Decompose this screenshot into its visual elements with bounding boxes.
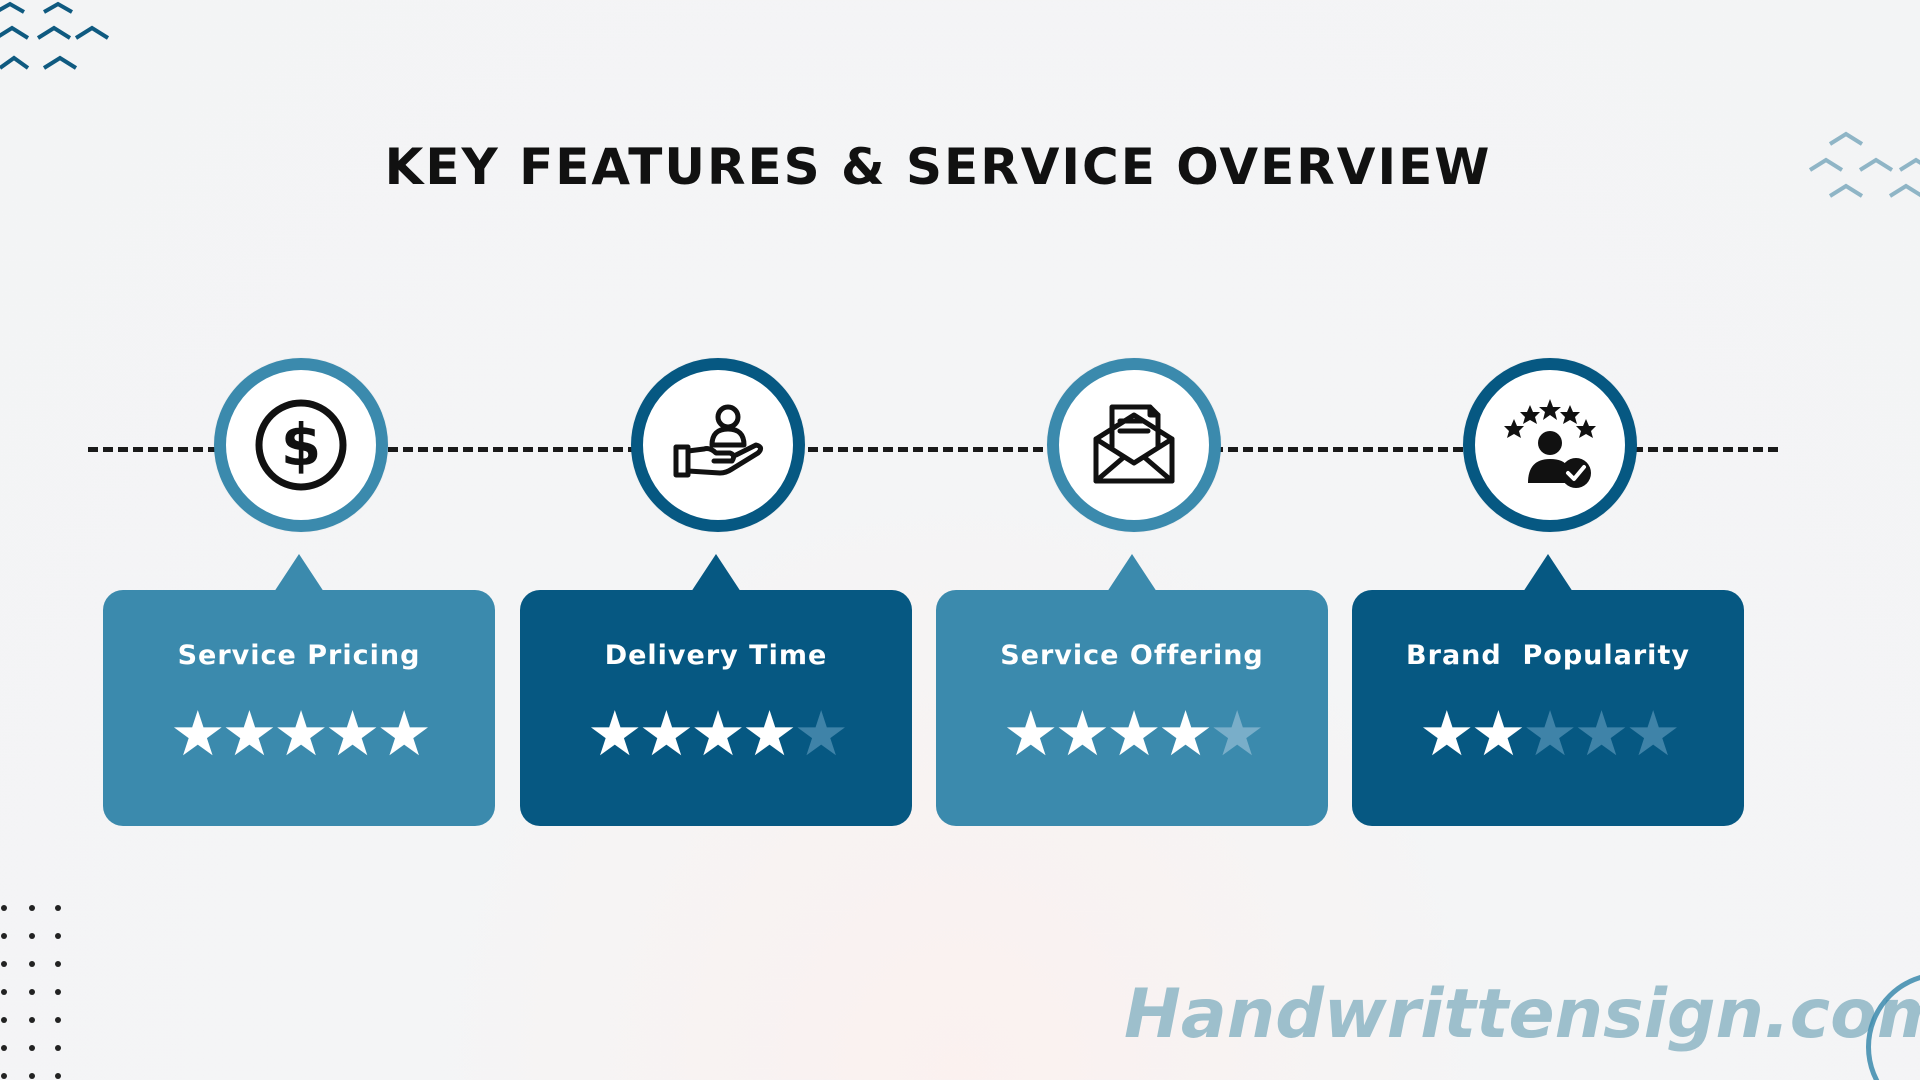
card-pointer	[691, 554, 741, 592]
chevron-decoration-top-left	[0, 1, 110, 70]
star-filled-icon: ★	[741, 697, 798, 770]
star-empty-icon: ★	[793, 697, 849, 770]
star-rating: ★★★★★	[1352, 703, 1744, 765]
dollar-icon: $	[255, 399, 347, 491]
star-filled-icon: ★	[170, 697, 226, 770]
feature-card: Service Pricing ★★★★★	[103, 590, 495, 826]
chevron-decoration-top-right	[1808, 131, 1920, 198]
feature-icon-circle	[1047, 358, 1221, 532]
star-filled-icon: ★	[1106, 697, 1162, 770]
star-filled-icon: ★	[1003, 697, 1059, 770]
card-pointer	[1523, 554, 1573, 592]
hand-person-icon	[673, 404, 764, 478]
feature-service-pricing: $ Service Pricing ★★★★★	[103, 358, 495, 826]
envelope-letter-icon	[1093, 404, 1175, 484]
feature-service-offering: Service Offering ★★★★★	[936, 358, 1328, 826]
feature-label: Service Pricing	[177, 640, 421, 671]
card-pointer	[1107, 554, 1157, 592]
star-filled-icon: ★	[376, 697, 432, 770]
star-filled-icon: ★	[587, 697, 643, 770]
timeline-dashed-line	[88, 447, 1778, 452]
feature-card: Brand Popularity ★★★★★	[1352, 590, 1744, 826]
page-title: KEY FEATURES & SERVICE OVERVIEW	[384, 138, 1492, 196]
feature-card: Service Offering ★★★★★	[936, 590, 1328, 826]
star-filled-icon: ★	[1419, 697, 1475, 770]
star-empty-icon: ★	[1522, 697, 1578, 770]
svg-text:$: $	[281, 411, 321, 479]
star-rating: ★★★★★	[520, 703, 912, 765]
feature-label: Delivery Time	[604, 640, 828, 671]
star-filled-icon: ★	[1157, 697, 1214, 770]
star-filled-icon: ★	[1054, 697, 1111, 770]
rating-user-icon	[1504, 399, 1596, 488]
card-pointer	[274, 554, 324, 592]
dot-grid-decoration	[1, 905, 61, 1079]
feature-delivery-time: Delivery Time ★★★★★	[520, 358, 912, 826]
feature-icon-circle	[631, 358, 805, 532]
star-empty-icon: ★	[1625, 697, 1681, 770]
watermark-text: Handwrittensign.com	[1124, 975, 1920, 1054]
feature-label: Service Offering	[1000, 640, 1264, 671]
star-filled-icon: ★	[690, 697, 746, 770]
feature-card: Delivery Time ★★★★★	[520, 590, 912, 826]
feature-label: Brand Popularity	[1406, 640, 1690, 671]
star-empty-icon: ★	[1573, 697, 1630, 770]
star-filled-icon: ★	[324, 697, 381, 770]
feature-icon-circle	[1463, 358, 1637, 532]
feature-icon-circle: $	[214, 358, 388, 532]
star-empty-icon: ★	[1209, 697, 1265, 770]
star-filled-icon: ★	[1470, 697, 1527, 770]
star-rating: ★★★★★	[936, 703, 1328, 765]
feature-brand-popularity: Brand Popularity ★★★★★	[1352, 358, 1744, 826]
star-rating: ★★★★★	[103, 703, 495, 765]
star-filled-icon: ★	[638, 697, 695, 770]
star-filled-icon: ★	[221, 697, 278, 770]
star-filled-icon: ★	[273, 697, 329, 770]
